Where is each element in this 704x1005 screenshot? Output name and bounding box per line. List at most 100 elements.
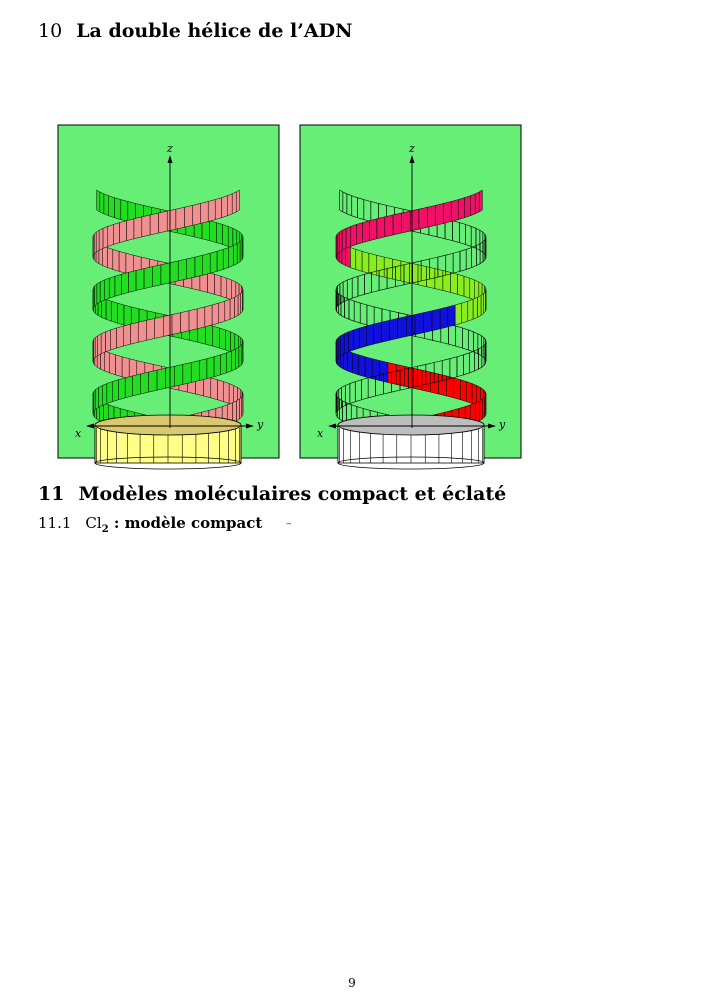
formula-subscript: 2: [101, 524, 109, 535]
subsection-title: : modèle compact: [108, 514, 263, 532]
right-strand-segment: [460, 379, 467, 403]
right-strand-segment: [336, 231, 340, 255]
right-strand-segment: [376, 216, 386, 240]
right-strand-segment: [406, 314, 416, 337]
right-base-cylinder: [337, 414, 485, 470]
left-strand-segment: [105, 329, 111, 353]
left-strand-segment: [222, 224, 229, 247]
left-strand-segment: [212, 325, 220, 349]
left-strand-segment: [220, 352, 227, 376]
left-strand-segment: [194, 254, 203, 278]
left-strand-segment: [190, 360, 200, 383]
left-strand-segment: [169, 260, 179, 284]
left-strand-segment: [123, 323, 131, 347]
left-strand-segment: [232, 400, 237, 424]
right-strand-segment: [450, 199, 459, 222]
right-strand-segment: [373, 321, 382, 345]
left-strand-segment: [163, 314, 173, 337]
left-strand-segment: [96, 281, 101, 305]
left-strand-segment: [210, 377, 218, 401]
left-strand-segment: [108, 275, 116, 299]
left-strand-segment: [188, 308, 198, 332]
left-strand-segment: [98, 385, 103, 408]
left-strand-segment: [146, 318, 155, 341]
left-strand-segment: [143, 266, 153, 289]
left-strand-segment: [221, 195, 228, 219]
left-helix-strands: [92, 189, 244, 441]
left-strand-segment: [171, 312, 181, 335]
left-strand-segment: [104, 350, 110, 374]
right-strand-segment: [461, 300, 469, 324]
left-strand-segment: [140, 371, 149, 395]
left-strand-segment: [133, 216, 143, 240]
right-strand-segment: [362, 220, 370, 243]
left-strand-segment: [219, 327, 226, 351]
left-strand-segment: [231, 191, 237, 215]
left-strand-segment: [180, 310, 190, 333]
left-strand-segment: [93, 231, 97, 255]
left-strand-segment: [156, 367, 166, 391]
left-strand-segment: [126, 218, 135, 241]
left-z-label: z: [166, 142, 173, 155]
left-strand-segment: [99, 191, 105, 215]
left-strand-segment: [234, 294, 239, 318]
right-strand-segment: [356, 222, 363, 245]
right-strand-segment: [364, 356, 373, 379]
left-strand-segment: [124, 375, 133, 399]
section-number: 10: [38, 20, 63, 42]
left-strand-segment: [106, 381, 113, 404]
left-strand-segment: [207, 199, 216, 222]
right-z-label: z: [408, 142, 415, 155]
left-strand-segment: [182, 362, 192, 385]
formula-base: Cl: [85, 514, 102, 532]
right-strand-segment: [350, 224, 357, 247]
right-strand-segment: [345, 226, 352, 249]
right-strand-segment: [358, 354, 366, 378]
right-strand-segment: [380, 320, 390, 343]
right-strand-segment: [477, 294, 482, 318]
right-strand-segment: [478, 189, 483, 213]
right-strand-segment: [442, 270, 451, 293]
subsection-number: 11.1: [38, 514, 72, 532]
left-strand-segment: [238, 344, 242, 368]
right-strand-segment: [387, 362, 397, 385]
left-strand-segment: [220, 275, 228, 299]
right-strand-segment: [447, 304, 456, 328]
right-strand-segment: [389, 318, 398, 341]
left-strand-segment: [218, 300, 226, 324]
right-strand-segment: [401, 210, 411, 234]
right-strand-segment: [408, 365, 418, 389]
left-strand-segment: [94, 335, 98, 359]
left-strand-segment: [200, 201, 209, 224]
right-strand-segment: [471, 383, 477, 406]
left-strand-segment: [217, 379, 224, 403]
right-strand-segment: [337, 335, 341, 359]
left-strand-segment: [121, 272, 129, 295]
left-strand-segment: [99, 279, 105, 303]
left-strand-segment: [225, 329, 231, 353]
left-y-label: y: [256, 418, 264, 431]
left-strand-segment: [95, 229, 100, 253]
right-strand-segment: [470, 193, 476, 217]
right-strand-segment: [421, 369, 431, 393]
right-strand-segment: [361, 251, 370, 274]
right-strand-segment: [392, 212, 402, 236]
right-strand-segment: [463, 275, 471, 299]
left-strand-segment: [192, 203, 201, 226]
left-strand-segment: [175, 206, 185, 230]
left-strand-segment: [120, 199, 129, 222]
right-strand-segment: [384, 214, 394, 238]
left-strand-segment: [105, 298, 112, 322]
right-strand-segment: [479, 398, 483, 422]
right-strand-segment: [417, 264, 427, 287]
left-strand-segment: [196, 306, 206, 330]
left-strand-segment: [239, 396, 242, 420]
right-strand-segment: [472, 296, 478, 320]
right-strand-segment: [355, 249, 363, 272]
section-number: 11: [38, 483, 65, 505]
right-strand-segment: [438, 373, 447, 397]
right-strand-segment: [376, 254, 385, 278]
left-panel-background: [57, 124, 280, 459]
left-helix-panel: z x y: [57, 124, 280, 470]
left-strand-segment: [132, 373, 141, 397]
